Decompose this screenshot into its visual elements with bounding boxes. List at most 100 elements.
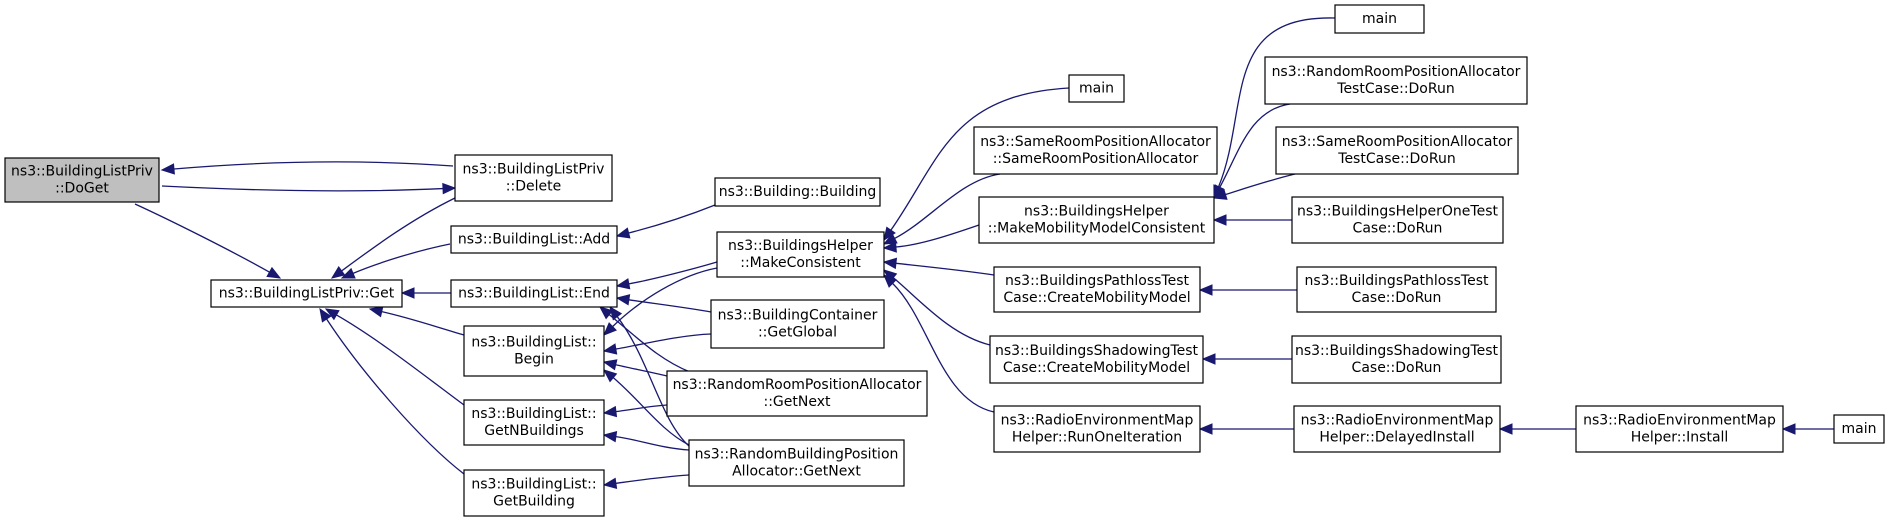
node-label: ns3::RadioEnvironmentMap — [1583, 413, 1776, 429]
graph-node-n1[interactable]: ns3::BuildingListPriv::Delete — [454, 154, 613, 202]
edge-n15-n22 — [1212, 214, 1292, 226]
edge-line — [628, 261, 718, 285]
graph-node-n2[interactable]: ns3::BuildingListPriv::Get — [210, 279, 403, 308]
node-box — [1833, 414, 1885, 444]
arrowhead — [330, 265, 346, 279]
arrowhead — [400, 287, 415, 299]
graph-node-n27[interactable]: main — [1833, 414, 1885, 444]
edge-n2-n5 — [368, 306, 465, 336]
graph-node-n19[interactable]: main — [1334, 4, 1425, 34]
edge-n17-n24 — [1201, 353, 1292, 365]
arrowhead — [602, 477, 618, 489]
graph-node-n4[interactable]: ns3::BuildingList::End — [450, 279, 618, 308]
arrowhead — [883, 226, 896, 242]
node-label: ns3::Building::Building — [719, 184, 877, 200]
arrowhead — [324, 308, 340, 321]
edge-line — [615, 474, 690, 484]
graph-node-n14[interactable]: ns3::SameRoomPositionAllocator::SameRoom… — [973, 126, 1218, 175]
node-label: ns3::RandomBuildingPosition — [695, 447, 899, 463]
arrowhead — [1212, 188, 1228, 200]
arrowhead — [882, 241, 897, 253]
arrowhead — [442, 182, 457, 195]
node-label: ::DoGet — [55, 181, 109, 197]
graph-node-n13[interactable]: main — [1068, 74, 1125, 103]
graph-node-n12[interactable]: ns3::RandomBuildingPositionAllocator::Ge… — [688, 439, 905, 487]
node-box — [993, 266, 1201, 313]
node-label: Begin — [514, 352, 554, 368]
edge-n2-n1 — [330, 197, 456, 279]
edge-line — [612, 267, 718, 328]
node-box — [463, 325, 605, 377]
graph-node-n3[interactable]: ns3::BuildingList::Add — [450, 225, 618, 254]
graph-node-n5[interactable]: ns3::BuildingList::Begin — [463, 325, 605, 377]
graph-node-n25[interactable]: ns3::RadioEnvironmentMapHelper::DelayedI… — [1293, 405, 1501, 453]
edge-line — [894, 173, 1001, 240]
graph-node-n20[interactable]: ns3::RandomRoomPositionAllocatorTestCase… — [1264, 56, 1528, 105]
node-box — [1293, 405, 1501, 453]
edge-n0-n1 — [160, 161, 454, 175]
node-label: ns3::BuildingsShadowingTest — [1295, 343, 1499, 359]
edge-n2-n3 — [340, 243, 451, 279]
node-box — [688, 439, 905, 487]
node-box — [4, 157, 160, 203]
graph-node-n21[interactable]: ns3::SameRoomPositionAllocatorTestCase::… — [1275, 126, 1519, 175]
edge-n9-n14 — [882, 173, 1001, 245]
graph-node-n6[interactable]: ns3::BuildingList::GetNBuildings — [463, 399, 605, 446]
graph-node-n0[interactable]: ns3::BuildingListPriv::DoGet — [4, 157, 160, 203]
graph-node-n8[interactable]: ns3::Building::Building — [714, 177, 881, 207]
edge-line — [890, 87, 1070, 231]
arrowhead — [602, 431, 618, 443]
graph-node-n9[interactable]: ns3::BuildingsHelper::MakeConsistent — [716, 231, 885, 278]
node-box — [210, 279, 403, 308]
edge-n25-n26 — [1498, 423, 1577, 435]
arrowhead — [615, 227, 631, 239]
edge-n2-n6 — [324, 308, 465, 406]
node-label: Allocator::GetNext — [732, 464, 861, 480]
node-box — [666, 370, 928, 417]
edge-line — [341, 197, 456, 272]
graph-node-n15[interactable]: ns3::BuildingsHelper::MakeMobilityModelC… — [978, 196, 1215, 244]
arrowhead — [602, 359, 618, 371]
node-label: ns3::BuildingsHelperOneTest — [1297, 204, 1498, 220]
node-label: ::GetNext — [764, 394, 832, 410]
edge-line — [336, 314, 465, 406]
graph-node-n18[interactable]: ns3::RadioEnvironmentMapHelper::RunOneIt… — [993, 405, 1201, 453]
edge-n1-n0 — [161, 182, 457, 195]
arrowhead — [160, 163, 175, 175]
node-label: ns3::BuildingList:: — [471, 335, 596, 351]
node-box — [1575, 405, 1784, 453]
edge-line — [161, 185, 444, 192]
edge-line — [326, 318, 465, 475]
edge-n4-n10 — [615, 294, 712, 313]
node-box — [993, 405, 1201, 453]
edge-n7-n12 — [602, 474, 690, 489]
node-label: Helper::Install — [1631, 430, 1729, 446]
edge-line — [608, 314, 691, 373]
node-label: main — [1362, 11, 1397, 27]
node-label: ns3::BuildingContainer — [718, 308, 878, 324]
node-label: ns3::BuildingsPathlossTest — [1005, 273, 1189, 289]
edge-n5-n11 — [602, 359, 668, 377]
node-label: ns3::RadioEnvironmentMap — [1001, 413, 1194, 429]
graph-node-n7[interactable]: ns3::BuildingList::GetBuilding — [463, 469, 605, 517]
node-label: ::MakeMobilityModelConsistent — [988, 221, 1206, 237]
graph-node-n11[interactable]: ns3::RandomRoomPositionAllocator::GetNex… — [666, 370, 928, 417]
graph-node-n16[interactable]: ns3::BuildingsPathlossTestCase::CreateMo… — [993, 266, 1201, 313]
edge-line — [1225, 173, 1296, 196]
graph-node-n10[interactable]: ns3::BuildingContainer::GetGlobal — [710, 299, 885, 349]
edge-n2-n0 — [134, 203, 282, 279]
node-layer: ns3::BuildingListPriv::DoGetns3::Buildin… — [4, 4, 1885, 517]
edge-line — [628, 204, 716, 234]
node-label: ns3::BuildingListPriv::Get — [219, 286, 395, 302]
node-box — [463, 399, 605, 446]
edge-line — [628, 299, 712, 313]
arrowhead — [882, 233, 898, 245]
node-label: ns3::RadioEnvironmentMap — [1301, 413, 1494, 429]
node-box — [1296, 266, 1497, 313]
graph-node-n17[interactable]: ns3::BuildingsShadowingTestCase::CreateM… — [989, 335, 1204, 384]
node-label: Case::CreateMobilityModel — [1003, 360, 1190, 376]
